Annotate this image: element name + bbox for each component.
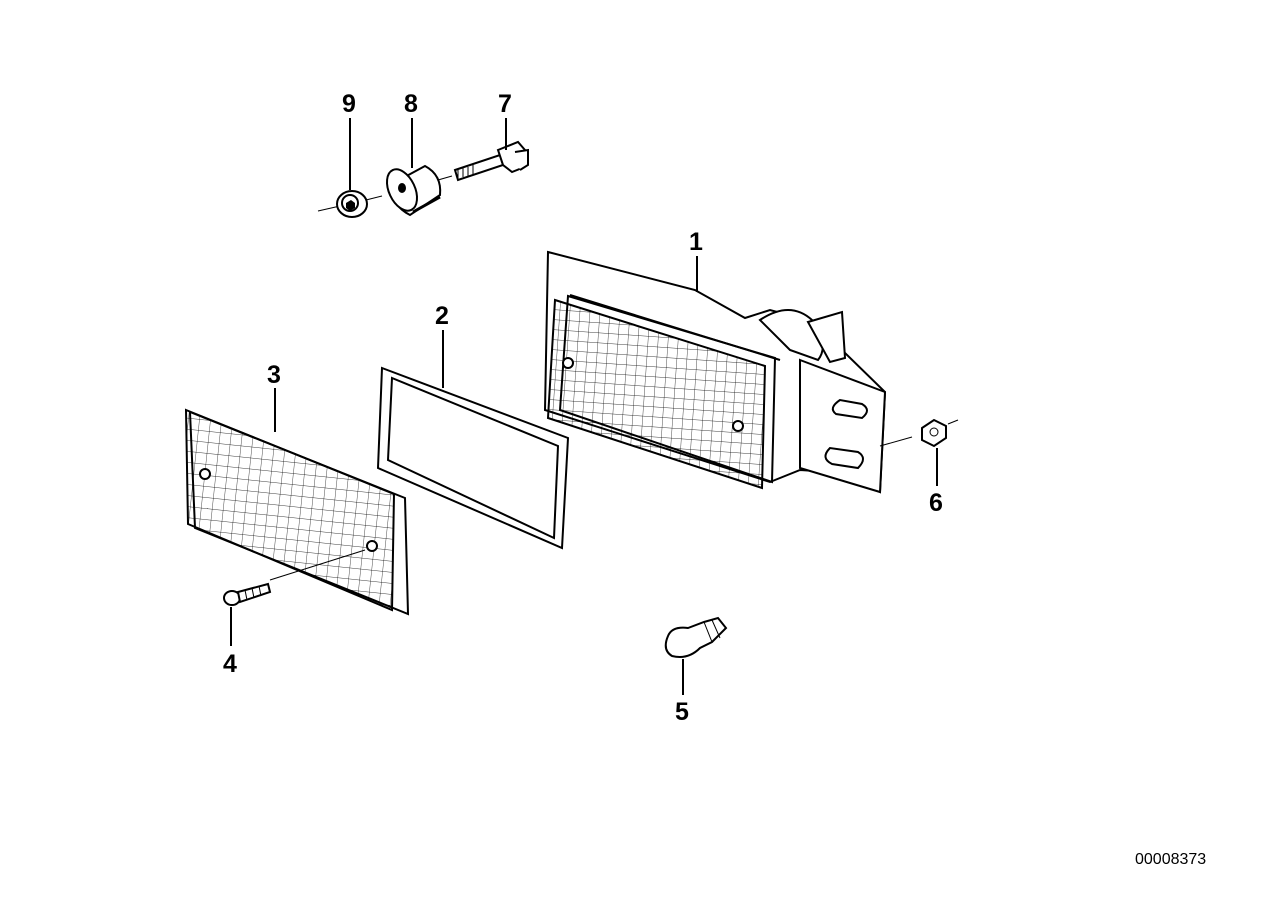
callout-6: 6 — [929, 489, 943, 517]
part-7-bolt — [437, 140, 529, 182]
callout-2: 2 — [435, 302, 449, 330]
diagram-id: 00008373 — [1135, 851, 1206, 868]
callout-8: 8 — [404, 90, 418, 118]
part-9-nut-washer — [317, 190, 383, 218]
part-3-lens — [184, 408, 410, 616]
part-6-nut — [921, 418, 959, 448]
callout-3: 3 — [267, 361, 281, 389]
part-4-screw — [223, 582, 272, 606]
part-8-rubber-spacer — [385, 164, 442, 217]
callout-9: 9 — [342, 90, 356, 118]
callout-1: 1 — [689, 228, 703, 256]
callout-4: 4 — [223, 650, 237, 678]
callout-5: 5 — [675, 698, 689, 726]
part-2-gasket — [376, 366, 570, 550]
leader-lines — [230, 118, 938, 695]
callout-7: 7 — [498, 90, 512, 118]
part-5-bulb — [664, 616, 728, 658]
part-1-turn-signal-assembly — [543, 250, 913, 494]
